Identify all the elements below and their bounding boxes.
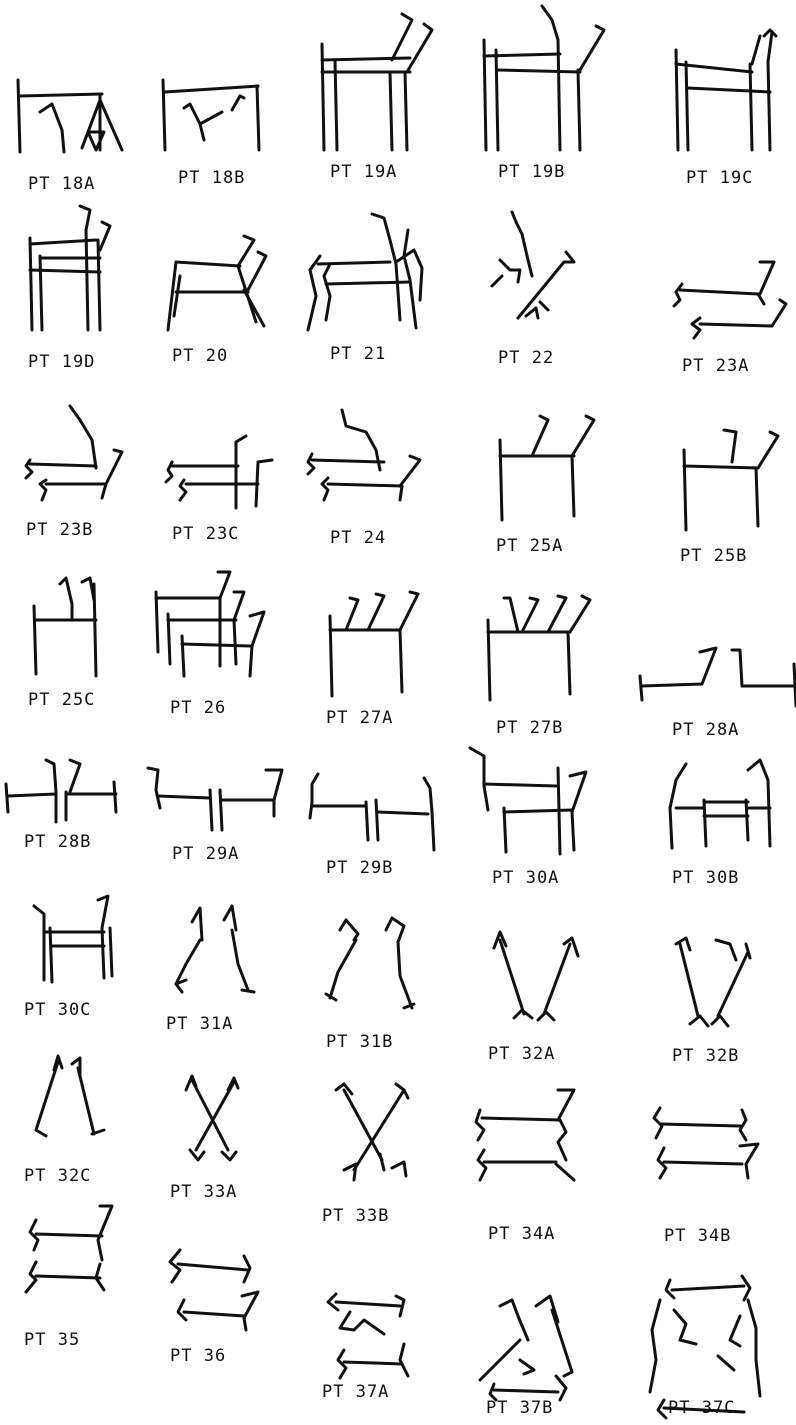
label-pt-32c: PT 32C bbox=[24, 1166, 91, 1186]
label-pt-23a: PT 23A bbox=[682, 356, 749, 376]
glyph-pt-21 bbox=[308, 214, 422, 330]
glyph-pt-25a bbox=[500, 416, 594, 520]
label-pt-30c: PT 30C bbox=[24, 1000, 91, 1020]
label-pt-29b: PT 29B bbox=[326, 858, 393, 878]
glyph-pt-19d bbox=[30, 206, 110, 330]
glyph-pt-20 bbox=[168, 236, 266, 330]
glyph-pt-33a bbox=[186, 1076, 238, 1160]
glyph-pt-32a bbox=[494, 932, 578, 1020]
label-pt-28b: PT 28B bbox=[24, 832, 91, 852]
label-pt-31a: PT 31A bbox=[166, 1014, 233, 1034]
label-pt-28a: PT 28A bbox=[672, 720, 739, 740]
glyph-pt-29b bbox=[310, 774, 434, 850]
glyph-pt-31b bbox=[326, 918, 414, 1008]
label-pt-30b: PT 30B bbox=[672, 868, 739, 888]
glyph-pt-30a bbox=[470, 748, 586, 854]
label-pt-26: PT 26 bbox=[170, 698, 226, 718]
glyph-pt-19b bbox=[484, 6, 604, 150]
glyph-pt-32b bbox=[676, 938, 750, 1026]
label-pt-18a: PT 18A bbox=[28, 174, 95, 194]
glyph-pt-24 bbox=[308, 410, 420, 500]
glyph-pt-25c bbox=[34, 578, 96, 676]
label-pt-23b: PT 23B bbox=[26, 520, 93, 540]
glyph-pt-23c bbox=[166, 436, 272, 508]
glyph-pt-34b bbox=[654, 1108, 758, 1178]
glyph-pt-34a bbox=[476, 1090, 574, 1180]
glyph-pt-25b bbox=[684, 430, 778, 530]
label-pt-20: PT 20 bbox=[172, 346, 228, 366]
glyph-pt-28a bbox=[640, 648, 796, 706]
glyph-pt-18b bbox=[163, 80, 259, 150]
label-pt-19a: PT 19A bbox=[330, 162, 397, 182]
glyph-pt-18a bbox=[18, 80, 122, 152]
glyph-pt-36 bbox=[170, 1250, 258, 1330]
label-pt-31b: PT 31B bbox=[326, 1032, 393, 1052]
label-pt-33b: PT 33B bbox=[322, 1206, 389, 1226]
glyph-pt-19a bbox=[322, 14, 432, 150]
label-pt-19b: PT 19B bbox=[498, 162, 565, 182]
glyph-pt-27b bbox=[488, 596, 590, 700]
glyph-pt-26 bbox=[156, 572, 264, 676]
label-pt-37c: PT 37C bbox=[668, 1398, 735, 1418]
label-pt-25b: PT 25B bbox=[680, 546, 747, 566]
glyph-pt-22 bbox=[492, 212, 574, 318]
glyph-pt-33b bbox=[336, 1084, 408, 1180]
glyph-pt-23b bbox=[26, 406, 122, 500]
label-pt-34b: PT 34B bbox=[664, 1226, 731, 1246]
glyph-pt-29a bbox=[148, 768, 282, 830]
glyph-pt-27a bbox=[330, 592, 418, 696]
glyph-pt-37a bbox=[328, 1294, 408, 1378]
label-pt-36: PT 36 bbox=[170, 1346, 226, 1366]
label-pt-19d: PT 19D bbox=[28, 352, 95, 372]
label-pt-23c: PT 23C bbox=[172, 524, 239, 544]
label-pt-33a: PT 33A bbox=[170, 1182, 237, 1202]
label-pt-27a: PT 27A bbox=[326, 708, 393, 728]
glyph-pt-30b bbox=[670, 760, 770, 848]
label-pt-22: PT 22 bbox=[498, 348, 554, 368]
label-pt-37b: PT 37B bbox=[486, 1398, 553, 1418]
label-pt-27b: PT 27B bbox=[496, 718, 563, 738]
label-pt-29a: PT 29A bbox=[172, 844, 239, 864]
glyph-pt-37b bbox=[480, 1296, 572, 1400]
glyph-pt-31a bbox=[176, 906, 254, 992]
label-pt-30a: PT 30A bbox=[492, 868, 559, 888]
label-pt-35: PT 35 bbox=[24, 1330, 80, 1350]
label-pt-32b: PT 32B bbox=[672, 1046, 739, 1066]
label-pt-32a: PT 32A bbox=[488, 1044, 555, 1064]
label-pt-24: PT 24 bbox=[330, 528, 386, 548]
label-pt-25c: PT 25C bbox=[28, 690, 95, 710]
label-pt-19c: PT 19C bbox=[686, 168, 753, 188]
label-pt-34a: PT 34A bbox=[488, 1224, 555, 1244]
label-pt-37a: PT 37A bbox=[322, 1382, 389, 1402]
glyph-pt-23a bbox=[674, 262, 786, 338]
glyph-pt-30c bbox=[34, 896, 112, 982]
label-pt-25a: PT 25A bbox=[496, 536, 563, 556]
label-pt-18b: PT 18B bbox=[178, 168, 245, 188]
glyph-pt-19c bbox=[676, 30, 776, 150]
glyph-pt-32c bbox=[36, 1056, 104, 1136]
glyph-pt-37c bbox=[650, 1276, 760, 1418]
label-pt-21: PT 21 bbox=[330, 344, 386, 364]
glyph-pt-28b bbox=[6, 760, 116, 822]
glyph-pt-35 bbox=[26, 1206, 112, 1292]
